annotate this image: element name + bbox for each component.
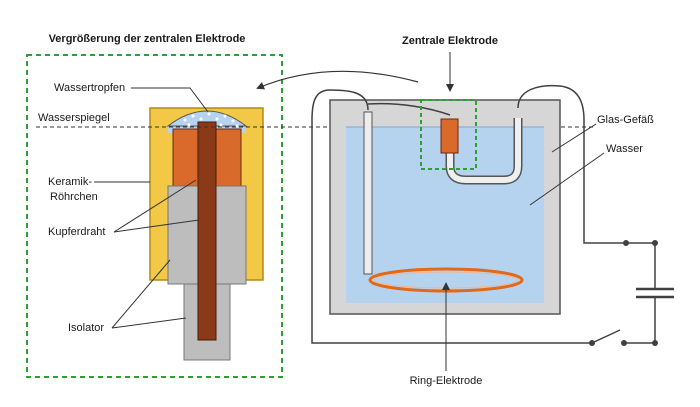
copper-pointer-1 — [113, 179, 197, 233]
switch-lever — [591, 329, 621, 344]
isolator-pointer-1 — [111, 259, 171, 329]
copper-wire — [197, 121, 217, 341]
wire-outer-left — [311, 89, 592, 344]
wire-to-central — [367, 102, 451, 116]
isolator-pointer-2 — [111, 317, 187, 329]
copper-pointer-2 — [113, 219, 200, 233]
terminal-top-left — [623, 240, 629, 246]
enlargement-arrow — [256, 70, 419, 90]
label-water-drop: Wassertropfen — [54, 82, 125, 94]
central-electrode-highlight — [420, 99, 477, 170]
label-ring-electrode: Ring-Elektrode — [410, 375, 483, 387]
label-ceramic-line1: Keramik- — [48, 176, 92, 188]
water-drop-pointer — [131, 87, 209, 113]
terminal-bottom-right — [652, 340, 658, 346]
label-central-electrode: Zentrale Elektrode — [402, 35, 498, 47]
water-droplet — [166, 110, 248, 127]
switch-terminal-right — [621, 340, 627, 346]
label-isolator: Isolator — [68, 322, 104, 334]
enlargement-title: Vergrößerung der zentralen Elektrode — [49, 33, 246, 45]
enlargement-frame — [26, 54, 283, 378]
label-glass-vessel: Glas-Gefäß — [597, 114, 654, 126]
central-electrode — [440, 118, 459, 154]
ring-electrode-rod — [363, 111, 373, 275]
label-water-level: Wasserspiegel — [38, 112, 110, 124]
water-pointer — [529, 152, 605, 206]
glass-vessel-pointer — [551, 123, 597, 153]
label-water: Wasser — [606, 143, 643, 155]
wire-outer-right — [517, 84, 626, 244]
u-tube — [447, 118, 521, 183]
label-ceramic-line2: Röhrchen — [50, 191, 98, 203]
label-copper-wire: Kupferdraht — [48, 226, 105, 238]
switch-terminal-left — [589, 340, 595, 346]
